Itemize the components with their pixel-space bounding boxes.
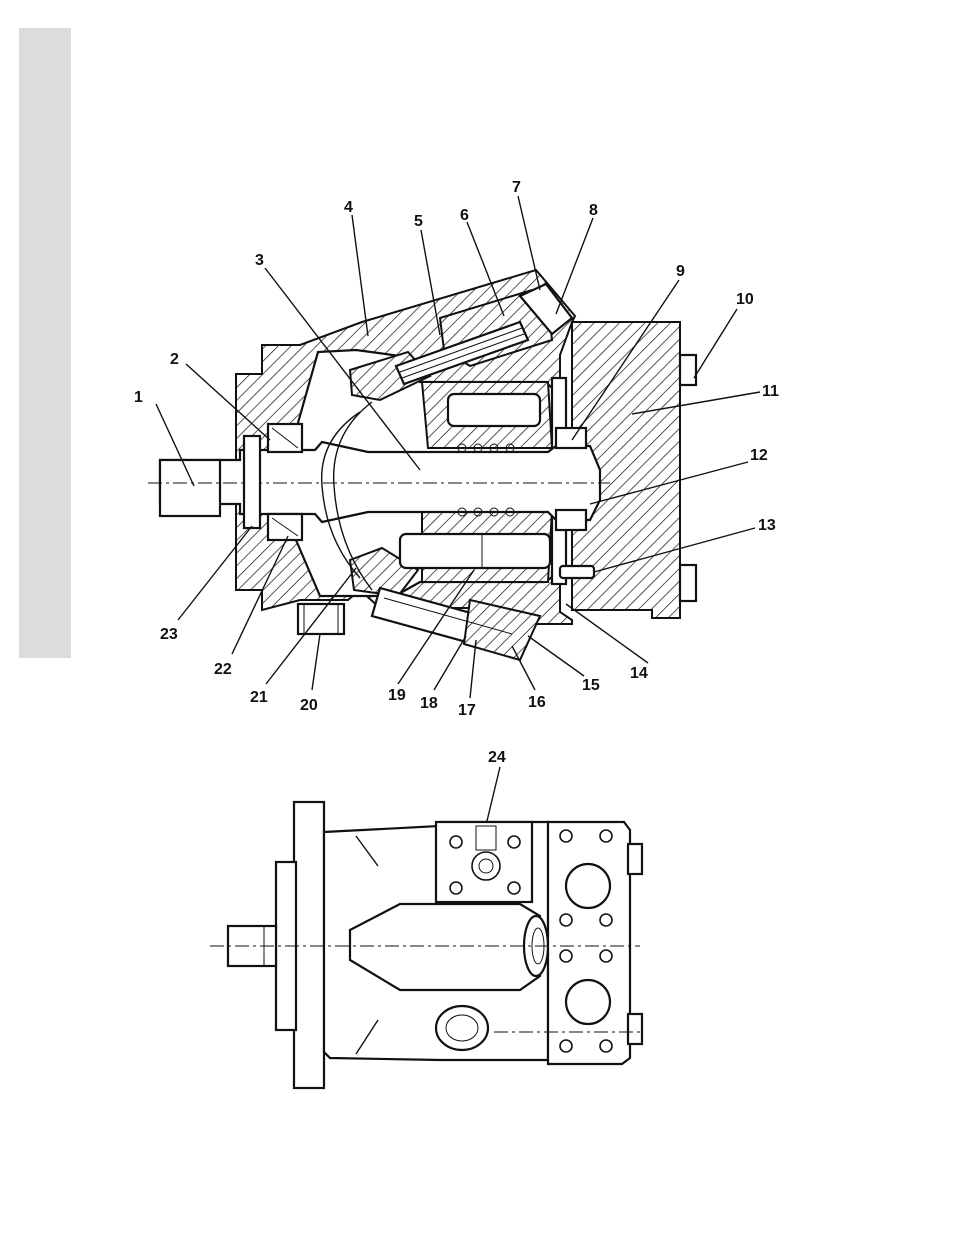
callout-19: 19 bbox=[388, 687, 406, 704]
mounting-flange bbox=[294, 802, 324, 1088]
callout-8: 8 bbox=[589, 202, 598, 219]
exterior-view bbox=[210, 802, 642, 1088]
callout-7: 7 bbox=[512, 179, 521, 196]
callout-18: 18 bbox=[420, 695, 438, 712]
piston-bottom bbox=[400, 534, 550, 568]
pressure-port-lower bbox=[566, 980, 610, 1024]
callout-5: 5 bbox=[414, 213, 423, 230]
callout-1: 1 bbox=[134, 389, 143, 406]
callout-13: 13 bbox=[758, 517, 776, 534]
piston-top bbox=[448, 394, 540, 426]
port-plate-boss-top bbox=[680, 355, 696, 385]
tapered-boss bbox=[350, 904, 540, 990]
drain-plug bbox=[298, 604, 344, 634]
cross-section-view bbox=[148, 270, 696, 660]
callout-10: 10 bbox=[736, 291, 754, 308]
callout-12: 12 bbox=[750, 447, 768, 464]
drive-shaft bbox=[160, 442, 600, 522]
callout-16: 16 bbox=[528, 694, 546, 711]
callout-23: 23 bbox=[160, 626, 178, 643]
rear-bearing-top bbox=[556, 428, 586, 448]
shaft-seal bbox=[244, 436, 260, 528]
control-port bbox=[472, 852, 500, 880]
callout-11: 11 bbox=[762, 383, 779, 400]
callout-21: 21 bbox=[250, 689, 268, 706]
callout-24: 24 bbox=[488, 749, 506, 766]
rear-bearing-bottom bbox=[556, 510, 586, 530]
callout-2: 2 bbox=[170, 351, 179, 368]
callout-6: 6 bbox=[460, 207, 469, 224]
shaft-end bbox=[160, 460, 220, 516]
callout-3: 3 bbox=[255, 252, 264, 269]
pressure-port-upper bbox=[566, 864, 610, 908]
callout-20: 20 bbox=[300, 697, 318, 714]
callout-4: 4 bbox=[344, 199, 353, 216]
callout-22: 22 bbox=[214, 661, 232, 678]
exterior-port-plate bbox=[548, 822, 630, 1064]
callout-9: 9 bbox=[676, 263, 685, 280]
locating-pin bbox=[560, 566, 594, 578]
port-plate-boss-bottom bbox=[680, 565, 696, 601]
callout-17: 17 bbox=[458, 702, 476, 719]
callout-14: 14 bbox=[630, 665, 648, 682]
lower-port bbox=[436, 1006, 488, 1050]
callout-15: 15 bbox=[582, 677, 600, 694]
